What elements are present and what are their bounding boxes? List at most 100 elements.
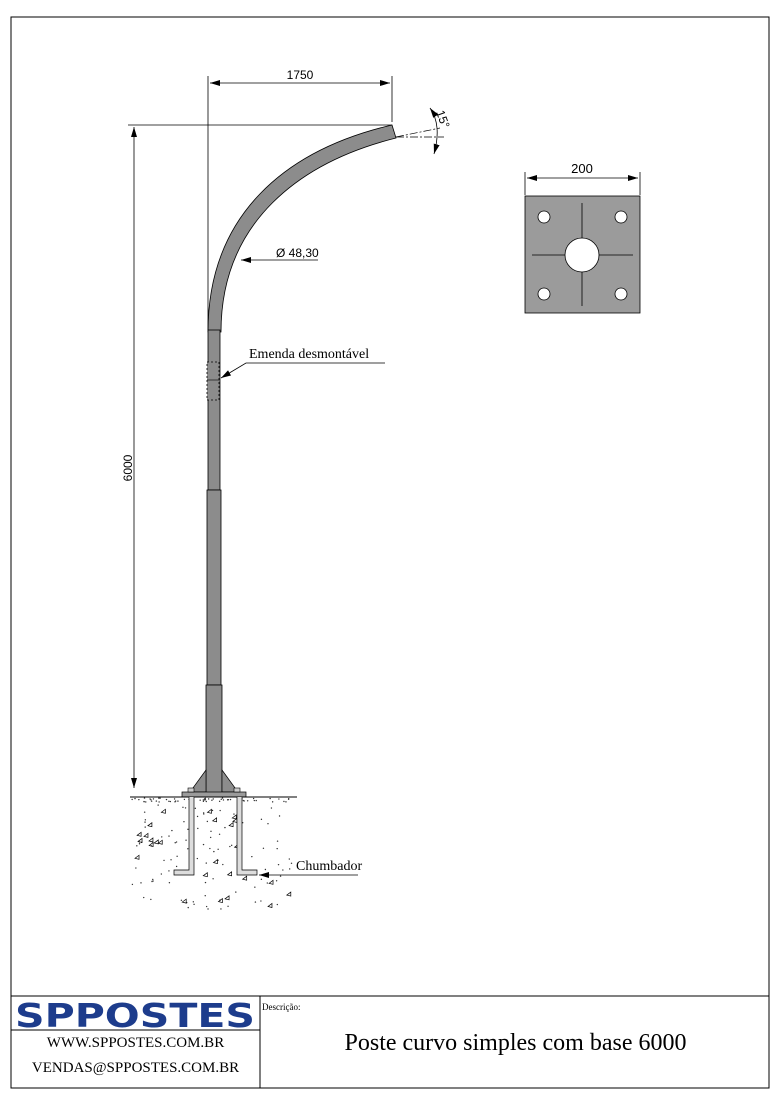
soil-speck — [192, 901, 195, 903]
soil-speck — [138, 843, 141, 845]
soil-speck — [174, 801, 176, 803]
soil-stone — [226, 871, 233, 877]
soil-speck — [204, 881, 207, 884]
soil-speck — [131, 883, 134, 886]
soil-stone — [224, 895, 230, 901]
soil-speck — [220, 798, 222, 801]
anchor-bolt-left — [173, 797, 195, 876]
soil-speck — [160, 873, 163, 875]
bolt-hole — [537, 287, 551, 301]
soil-stone — [202, 872, 208, 878]
soil-speck — [266, 882, 269, 884]
title-block: SPPOSTES — [11, 995, 769, 1088]
soil-speck — [150, 799, 152, 801]
anchor-callout: Chumbador — [259, 859, 362, 878]
soil-stone — [143, 832, 149, 838]
soil-speck — [140, 882, 142, 884]
soil-speck — [222, 863, 224, 866]
soil-speck — [143, 811, 146, 813]
soil-speck — [187, 848, 189, 850]
soil-speck — [218, 833, 221, 835]
soil-speck — [138, 798, 140, 801]
soil-speck — [157, 804, 159, 806]
soil-speck — [143, 896, 145, 899]
angle-dimension: 15° — [395, 107, 453, 155]
angle-label: 15° — [433, 108, 452, 130]
soil-speck — [204, 895, 206, 897]
soil-speck — [204, 799, 207, 801]
soil-speck — [158, 797, 160, 799]
soil-speck — [205, 862, 207, 864]
soil-speck — [253, 799, 256, 802]
soil-speck — [152, 798, 155, 800]
soil-speck — [170, 859, 172, 861]
diameter-callout: Ø 48,30 — [241, 246, 319, 263]
soil-speck — [282, 869, 284, 871]
soil-speck — [252, 797, 255, 800]
soil-speck — [202, 799, 205, 801]
soil-speck — [131, 798, 133, 801]
soil-speck — [187, 906, 189, 909]
soil-stone — [268, 879, 274, 885]
soil-speck — [144, 819, 147, 821]
soil-speck — [221, 797, 224, 799]
soil — [131, 797, 293, 910]
soil-speck — [150, 800, 153, 802]
soil-speck — [288, 868, 291, 870]
description-text: Poste curvo simples com base 6000 — [344, 1030, 687, 1056]
soil-speck — [168, 800, 170, 803]
soil-speck — [229, 845, 231, 848]
soil-speck — [230, 844, 233, 847]
soil-speck — [209, 836, 212, 839]
soil-speck — [219, 809, 221, 812]
plate-width-label: 200 — [571, 161, 593, 176]
soil-speck — [135, 867, 137, 869]
anchor-label: Chumbador — [296, 859, 362, 874]
joint-callout: Emenda desmontável — [220, 347, 385, 379]
soil-speck — [194, 807, 197, 810]
soil-speck — [287, 798, 290, 800]
soil-speck — [212, 878, 214, 880]
soil-speck — [224, 826, 226, 829]
soil-speck — [260, 818, 263, 821]
soil-speck — [235, 891, 237, 893]
soil-speck — [183, 798, 186, 801]
bolt-hole — [614, 287, 628, 301]
soil-speck — [202, 812, 205, 814]
center-hole — [564, 237, 600, 273]
soil-speck — [270, 807, 273, 809]
soil-speck — [173, 798, 176, 800]
soil-speck — [279, 875, 282, 877]
soil-speck — [209, 847, 211, 850]
soil-speck — [168, 870, 170, 872]
height-dimension-label: 6000 — [121, 454, 135, 481]
soil-speck — [264, 868, 267, 871]
diameter-label: Ø 48,30 — [276, 246, 319, 260]
soil-stone — [148, 837, 154, 843]
soil-speck — [158, 801, 160, 803]
soil-speck — [177, 800, 179, 802]
pole-lower-section — [205, 684, 223, 794]
email-text: VENDAS@SPPOSTES.COM.BR — [31, 1060, 240, 1076]
soil-speck — [144, 821, 146, 823]
soil-speck — [187, 828, 189, 831]
soil-speck — [193, 903, 195, 906]
soil-stone — [157, 839, 163, 845]
soil-speck — [182, 806, 184, 808]
soil-stone — [231, 814, 237, 820]
base-plate-top-view: 200 — [524, 161, 641, 314]
pole-base — [130, 768, 297, 910]
arm-reach-label: 1750 — [287, 68, 314, 82]
soil-speck — [251, 855, 253, 858]
soil-stone — [148, 841, 154, 847]
soil-speck — [180, 899, 183, 902]
soil-speck — [218, 800, 221, 803]
soil-speck — [277, 863, 280, 866]
soil-speck — [152, 880, 154, 882]
soil-speck — [278, 798, 280, 800]
soil-speck — [199, 799, 201, 801]
soil-speck — [222, 799, 225, 801]
base-plate — [181, 791, 247, 798]
soil-speck — [184, 807, 187, 809]
soil-speck — [255, 799, 257, 802]
